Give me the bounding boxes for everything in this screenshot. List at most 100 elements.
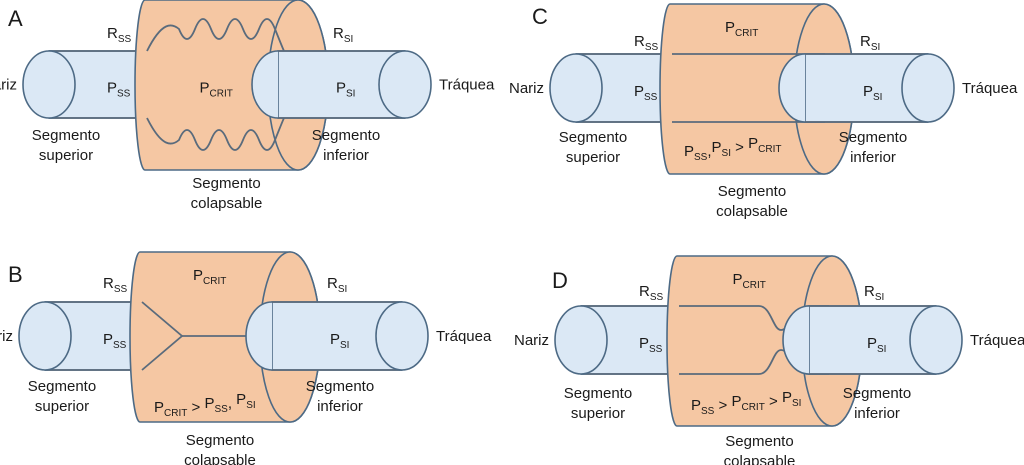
resistance-upper-label-main: R — [103, 275, 114, 292]
resistance-lower-label: RSI — [860, 33, 880, 53]
collapsible-segment — [134, 0, 329, 171]
resistance-upper-label: RSS — [107, 25, 132, 45]
pressure-upper-label-main: P — [107, 80, 117, 97]
pressure-critical-label-subscript: CRIT — [735, 28, 758, 39]
condition-symbol: P — [782, 389, 792, 406]
lower-segment-label: inferior — [850, 149, 896, 166]
collapsible-segment-label: Segmento — [186, 432, 254, 449]
pressure-critical-label: PCRIT — [733, 271, 766, 291]
lower-segment-tube — [251, 50, 432, 119]
upper-segment-label: superior — [571, 405, 625, 422]
trachea-label: Tráquea — [970, 332, 1024, 349]
pressure-upper-label-main: P — [103, 331, 113, 348]
resistance-upper-label: RSS — [103, 275, 128, 295]
panel-letter: D — [552, 268, 568, 293]
condition-subscript: CRIT — [741, 402, 764, 413]
tube-left-cap — [245, 301, 273, 371]
pressure-lower-label-main: P — [863, 83, 873, 100]
resistance-lower-label-main: R — [333, 25, 344, 42]
upper-segment-label: superior — [39, 147, 93, 164]
pressure-lower-label: PSI — [336, 80, 355, 100]
resistance-upper-label-subscript: SS — [118, 34, 132, 45]
resistance-upper-label-subscript: SS — [114, 284, 128, 295]
resistance-upper-label-subscript: SS — [650, 292, 664, 303]
resistance-lower-label-main: R — [864, 283, 875, 300]
wavy-wall-bottom — [146, 117, 285, 151]
pressure-lower-label-subscript: SI — [346, 89, 355, 100]
pressure-critical-label-subscript: CRIT — [203, 276, 226, 287]
upper-segment-label: Segmento — [564, 385, 632, 402]
pressure-lower-label: PSI — [867, 335, 886, 355]
condition-subscript: SS — [694, 152, 708, 163]
condition-symbol: P — [154, 399, 164, 416]
panel-A: ANarizTráqueaRSSPSSRSIPSIPCRITSegmentosu… — [0, 0, 495, 212]
trachea-opening — [901, 53, 955, 123]
pressure-critical-label-main: P — [200, 80, 210, 97]
collapsible-segment-label: Segmento — [192, 175, 260, 192]
condition-symbol: P — [236, 391, 246, 408]
pressure-upper-label: PSS — [103, 331, 127, 351]
nose-opening — [549, 53, 603, 123]
condition-symbol: P — [748, 135, 758, 152]
lower-segment-tube — [245, 301, 429, 371]
upper-segment-label: Segmento — [559, 129, 627, 146]
resistance-upper-label: RSS — [634, 33, 659, 53]
pressure-critical-label-subscript: CRIT — [743, 280, 766, 291]
collapsible-segment-label: Segmento — [725, 433, 793, 450]
condition-subscript: CRIT — [758, 144, 781, 155]
panel-B: BNarizTráqueaRSSPSSRSIPSIPCRITPCRIT > PS… — [0, 251, 492, 465]
lower-segment-label: Segmento — [306, 378, 374, 395]
pressure-critical-label-subscript: CRIT — [210, 89, 233, 100]
resistance-upper-label-main: R — [639, 283, 650, 300]
pressure-lower-label-subscript: SI — [877, 344, 886, 355]
lower-segment-label: inferior — [323, 147, 369, 164]
resistance-lower-label-subscript: SI — [875, 292, 884, 303]
lower-segment-label: inferior — [317, 398, 363, 415]
condition-operator: , — [228, 395, 236, 412]
tube-left-cap — [251, 50, 279, 119]
resistance-upper-label-subscript: SS — [645, 42, 659, 53]
resistance-lower-label-subscript: SI — [871, 42, 880, 53]
nose-opening — [18, 301, 72, 371]
upper-segment-tube — [18, 301, 145, 371]
condition-operator: > — [765, 393, 782, 410]
trachea-label: Tráquea — [962, 80, 1018, 97]
trachea-label: Tráquea — [436, 328, 492, 345]
upper-segment-tube — [549, 53, 675, 123]
panel-letter: B — [8, 262, 23, 287]
upper-segment-label: superior — [35, 398, 89, 415]
nose-opening — [554, 305, 608, 375]
condition-subscript: SI — [246, 400, 255, 411]
pressure-lower-label: PSI — [330, 331, 349, 351]
resistance-lower-label-subscript: SI — [338, 284, 347, 295]
pressure-lower-label: PSI — [863, 83, 882, 103]
condition-subscript: SS — [701, 406, 715, 417]
pressure-critical-label: PCRIT — [193, 267, 226, 287]
pressure-critical-label-main: P — [193, 267, 203, 284]
upper-segment-label: Segmento — [28, 378, 96, 395]
pressure-upper-label: PSS — [107, 80, 131, 100]
lower-segment-label: inferior — [854, 405, 900, 422]
pressure-lower-label-main: P — [867, 335, 877, 352]
panel-letter: A — [8, 6, 23, 31]
pressure-upper-label-subscript: SS — [644, 92, 658, 103]
condition-subscript: CRIT — [164, 408, 187, 419]
condition-symbol: P — [731, 393, 741, 410]
upper-segment-label: superior — [566, 149, 620, 166]
condition-subscript: SI — [792, 398, 801, 409]
lower-segment-tube — [782, 305, 963, 375]
collapsible-segment-label: Segmento — [718, 183, 786, 200]
pressure-critical-label: PCRIT — [200, 80, 233, 100]
nose-label: Nariz — [514, 332, 549, 349]
pressure-upper-label-subscript: SS — [117, 89, 131, 100]
pressure-critical-label: PCRIT — [725, 19, 758, 39]
lower-segment-label: Segmento — [312, 127, 380, 144]
trachea-label: Tráquea — [439, 77, 495, 94]
upper-segment-tube — [554, 305, 682, 375]
condition-operator: , — [707, 143, 711, 160]
pressure-critical-label-main: P — [733, 271, 743, 288]
pressure-lower-label-subscript: SI — [340, 340, 349, 351]
